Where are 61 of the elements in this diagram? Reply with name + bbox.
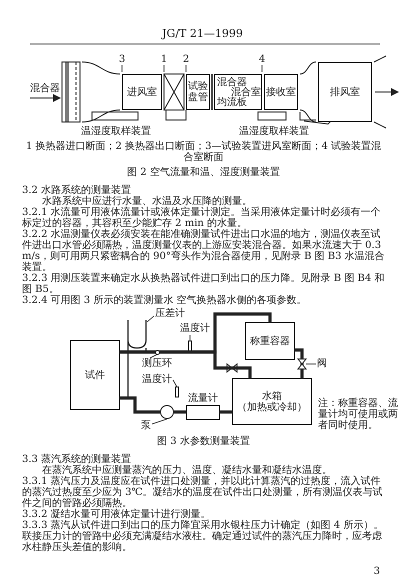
chamber-label: 接收室 — [266, 86, 296, 98]
water-tank-box — [232, 378, 312, 425]
device-caption: 温湿度取样装置 — [238, 126, 310, 137]
paragraph: 水路系统中应进行水量、水温及水压降的测量。 — [41, 196, 252, 207]
callout-number: 4 — [258, 54, 266, 65]
duct-chamber — [214, 74, 262, 110]
figure-caption: 图 2 空气流量和温、湿度测量装置 — [126, 167, 281, 178]
tank-label: （加热或冷却） — [237, 402, 307, 412]
paragraph: 3.3.2 凝结水量可用液体定量计进行测量。 — [22, 509, 211, 520]
pressure-ring-icon — [154, 350, 160, 354]
callout-number: 2 — [182, 54, 190, 65]
section-heading: 3.3 蒸汽系统的测量装置 — [22, 454, 132, 465]
chamber-label: 混合器 — [216, 77, 248, 88]
chamber-label: 进风室 — [127, 86, 157, 98]
box-label: 试件 — [85, 370, 105, 380]
pipe-line — [295, 348, 304, 378]
section-heading: 3.2 水路系统的测量装置 — [22, 185, 132, 196]
duct-chamber — [264, 74, 298, 110]
leader-label: 阀 — [316, 358, 328, 370]
meter-label: 流量计 — [187, 393, 219, 404]
leader-line — [152, 418, 168, 424]
chamber-label: 试验盘管 — [187, 81, 209, 103]
figure-key: 1 换热器进口断面；2 换热器出口断面；3—试验装置进风室断面；4 试验装置混合室断面 — [22, 141, 385, 163]
chamber-label: 混合器 — [28, 83, 62, 95]
duct-chamber — [186, 74, 210, 110]
pipe-line — [220, 410, 232, 414]
leader-label: 压差计 — [154, 308, 186, 320]
page-number: 3 — [372, 566, 380, 577]
callout-number: 3 — [118, 54, 126, 65]
figure-note: 注：称重容器、流量计均可使用或两者同时使用。 — [318, 398, 399, 431]
chamber-label: 混合室 — [230, 87, 262, 98]
pipe-line — [174, 410, 186, 414]
device-caption: 温湿度取样装置 — [80, 126, 152, 137]
pump-symbol — [160, 405, 174, 419]
paragraph: 3.3.1 蒸汽压力及温度应在试件进口处测量，并以此计算蒸汽的过热度，流入试件的蒸汽过热度至少应为 3℃。凝结水的温度在试件出口处测量，所有测温仪表与试件之间的管路必须隔热。 — [22, 476, 384, 509]
exhaust-chamber — [318, 62, 372, 122]
paragraph: 在蒸汽系统中应测量蒸汽的压力、温度、凝结水量和凝结水温度。 — [41, 465, 333, 476]
weighing-tank-box — [245, 322, 295, 360]
leader-label: 泵 — [140, 420, 152, 432]
tank-label: 称重容器 — [250, 336, 290, 346]
tank-label: 水箱 — [262, 390, 282, 402]
leader-line — [172, 380, 178, 388]
duct-chamber — [122, 74, 162, 110]
paragraph: 3.2.2 水温测量仪表必须安装在能准确测量试件进出口水温的地方，测温仪表至试件进出口水管必须隔热，温度测量仪表的上游应安装混合器。如果水流速大于 0.3 m/s，则可用两只紧密耦合的 90°弯头作为混合器使用，见附录 B 图 B3 水温混合装置。 — [22, 229, 385, 273]
leader-label: 温度计 — [180, 323, 210, 335]
figure-caption: 图 3 水参数测量装置 — [156, 436, 251, 447]
paragraph: 3.3.3 蒸汽从试件进口到出口的压力降宜采用水银柱压力计确定（如图 4 所示）。联接压力计的管路中必须充满凝结水液柱。确定通过试件的蒸汽压力降时，应考虑水柱静压头差值的影响。 — [22, 520, 384, 553]
callout-number: 1 — [160, 54, 168, 65]
chamber-label: 排风室 — [330, 86, 360, 98]
pipe-line — [120, 396, 160, 414]
pipe-line — [120, 350, 252, 378]
paragraph: 3.2.4 可用图 3 所示的装置测量水 空气换热器水侧的各项参数。 — [22, 295, 308, 306]
chamber-label: 均流板 — [216, 97, 248, 108]
document-code: JG/T 21—1999 — [160, 28, 244, 39]
valve-icon — [298, 359, 306, 369]
leader-label: 温度计 — [141, 374, 173, 386]
leader-line — [146, 316, 154, 322]
paragraph: 3.2.1 水流量可用液体流量计或液体定量计测定。当采用液体定量计时必须有一个标定过的容器，其容积至少能贮存 2 min 的水量。 — [22, 207, 382, 229]
paragraph: 3.2.3 用测压装置来确定水从换热器试件进口到出口的压力降。见附录 B 图 B4 和图 B5。 — [22, 273, 385, 295]
leader-label: 测压环 — [141, 358, 173, 370]
test-piece-box — [70, 340, 120, 410]
